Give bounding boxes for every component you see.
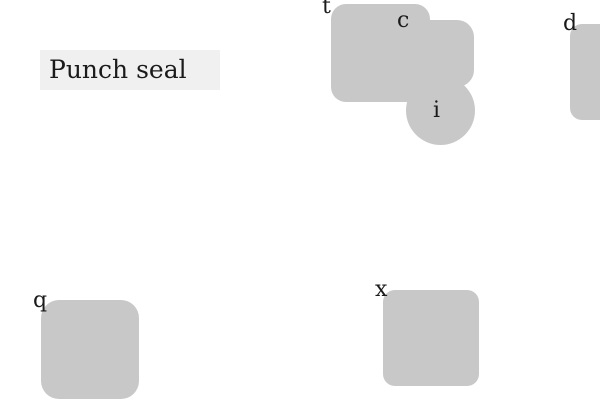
shape-x-label: x	[375, 277, 388, 302]
shape-c[interactable]	[378, 20, 474, 87]
shape-d[interactable]	[570, 24, 600, 120]
shape-x[interactable]	[383, 290, 479, 386]
shape-d-label: d	[563, 11, 578, 36]
task-instruction: Punch seal	[40, 50, 220, 90]
shape-t-label: t	[322, 0, 331, 19]
shape-q-label: q	[33, 288, 48, 313]
shape-i[interactable]	[406, 76, 475, 145]
shape-q[interactable]	[41, 300, 139, 399]
